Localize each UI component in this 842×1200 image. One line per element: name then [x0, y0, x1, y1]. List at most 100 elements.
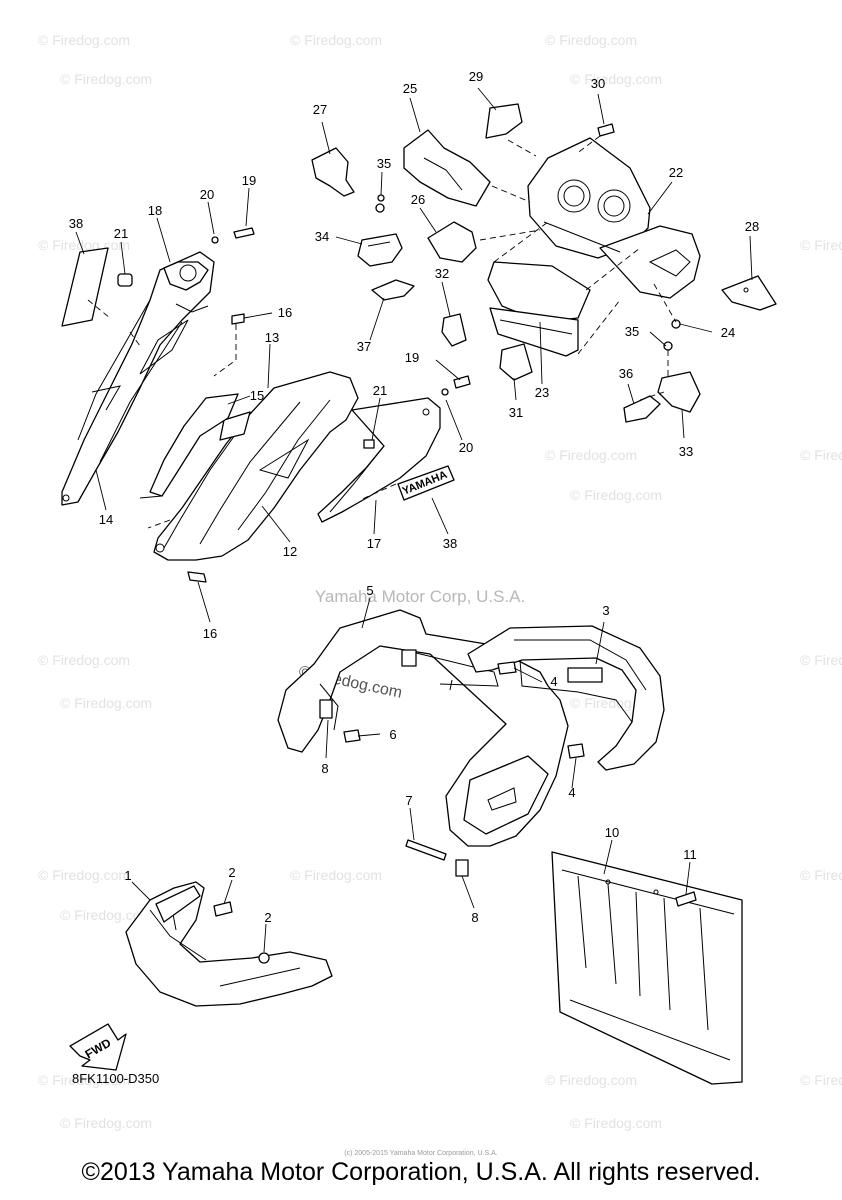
callout-17: 17	[367, 536, 381, 551]
watermark: © Firedog.com	[570, 487, 662, 503]
fasteners-upper-left	[117, 227, 471, 583]
footer-small-print: (c) 2005-2015 Yamaha Motor Corporation, …	[344, 1150, 498, 1157]
callout-15: 15	[250, 388, 264, 403]
watermark: © Firedog.com	[570, 71, 662, 87]
watermark: © Firedog.com	[800, 1072, 842, 1088]
watermark: © Firedog.com	[290, 32, 382, 48]
watermark-layer: © Firedog.com © Firedog.com © Firedog.co…	[38, 32, 842, 1131]
callout-11: 11	[683, 847, 697, 862]
bracket-34	[357, 233, 403, 267]
grommet-32	[441, 313, 467, 347]
callout-16: 16	[278, 305, 292, 320]
callout-21: 21	[114, 226, 128, 241]
callout-22: 22	[669, 165, 683, 180]
watermark: © Firedog.com	[570, 1115, 662, 1131]
bracket-33	[657, 371, 701, 413]
watermark: © Firedog.com	[800, 867, 842, 883]
bracket-28	[721, 275, 777, 311]
callout-31: 31	[509, 405, 523, 420]
callout-36: 36	[619, 366, 633, 381]
callout-27: 27	[313, 102, 327, 117]
bracket-27	[311, 147, 355, 197]
callout-37: 37	[357, 339, 371, 354]
callout-8: 8	[471, 910, 478, 925]
callout-23: 23	[535, 385, 549, 400]
fwd-arrow: FWD	[69, 1023, 127, 1071]
grommet-31	[499, 343, 533, 381]
bumper-1	[125, 881, 333, 1007]
callout-6: 6	[389, 727, 396, 742]
watermark: © Firedog.com	[800, 237, 842, 253]
callout-7: 7	[405, 793, 412, 808]
watermark: © Firedog.com	[800, 652, 842, 668]
watermark: © Firedog.com	[60, 695, 152, 711]
center-caption: Yamaha Motor Corp, U.S.A.	[315, 587, 525, 606]
callout-labels: 38 21 18 20 19 16 13 15 14 12 17 38 21 1…	[69, 69, 759, 925]
side-panel-15	[139, 393, 239, 499]
callout-30: 30	[591, 76, 605, 91]
diagram-code: 8FK1100-D350	[72, 1071, 159, 1086]
footer-copyright: ©2013 Yamaha Motor Corporation, U.S.A. A…	[81, 1158, 761, 1186]
dash-panel-22	[527, 137, 701, 299]
callout-3: 3	[602, 603, 609, 618]
callout-1: 1	[124, 868, 131, 883]
callout-18: 18	[148, 203, 162, 218]
fasteners-middle	[343, 661, 585, 877]
watermark: © Firedog.com	[800, 447, 842, 463]
callout-4: 4	[550, 674, 557, 689]
callout-34: 34	[315, 229, 329, 244]
callout-16: 16	[203, 626, 217, 641]
callout-2: 2	[228, 865, 235, 880]
callout-38: 38	[443, 536, 457, 551]
clip-36	[623, 395, 661, 423]
callout-33: 33	[679, 444, 693, 459]
flap-10	[551, 851, 743, 1085]
dashed-lines-upper-right	[479, 135, 677, 401]
callout-2: 2	[264, 910, 271, 925]
callout-32: 32	[435, 266, 449, 281]
leader-lines	[75, 87, 753, 953]
decal-38-left	[61, 247, 109, 327]
frame-3	[467, 625, 665, 771]
watermark: © Firedog.com	[60, 71, 152, 87]
callout-29: 29	[469, 69, 483, 84]
watermark: © Firedog.com	[38, 652, 130, 668]
watermark: © Firedog.com	[60, 1115, 152, 1131]
callout-38: 38	[69, 216, 83, 231]
cover-26	[427, 221, 477, 263]
callout-5: 5	[366, 583, 373, 598]
callout-19: 19	[405, 350, 419, 365]
watermark: © Firedog.com	[38, 867, 130, 883]
fasteners-lower-left	[213, 901, 270, 964]
callout-24: 24	[721, 325, 735, 340]
callout-25: 25	[403, 81, 417, 96]
watermark: © Firedog.com	[38, 1072, 130, 1088]
callout-35: 35	[377, 156, 391, 171]
callout-14: 14	[99, 512, 113, 527]
callout-28: 28	[745, 219, 759, 234]
rivet-11	[675, 891, 697, 907]
callout-20: 20	[200, 187, 214, 202]
callout-13: 13	[265, 330, 279, 345]
callout-10: 10	[605, 825, 619, 840]
watermark: © Firedog.com	[290, 867, 382, 883]
cover-23	[487, 261, 591, 357]
watermark: © Firedog.com	[38, 32, 130, 48]
cover-25	[403, 129, 491, 207]
watermark: © Firedog.com	[545, 447, 637, 463]
callout-35: 35	[625, 324, 639, 339]
side-panel-left-17	[317, 397, 441, 523]
bracket-29	[485, 103, 523, 139]
callout-26: 26	[411, 192, 425, 207]
callout-21: 21	[373, 383, 387, 398]
dashed-lines-upper-left	[87, 299, 397, 529]
watermark: © Firedog.com	[60, 907, 152, 923]
callout-20: 20	[459, 440, 473, 455]
callout-12: 12	[283, 544, 297, 559]
clip-37	[371, 279, 415, 301]
callout-4: 4	[568, 785, 575, 800]
watermark: © Firedog.com	[545, 32, 637, 48]
callout-8: 8	[321, 761, 328, 776]
watermark: © Firedog.com	[545, 1072, 637, 1088]
